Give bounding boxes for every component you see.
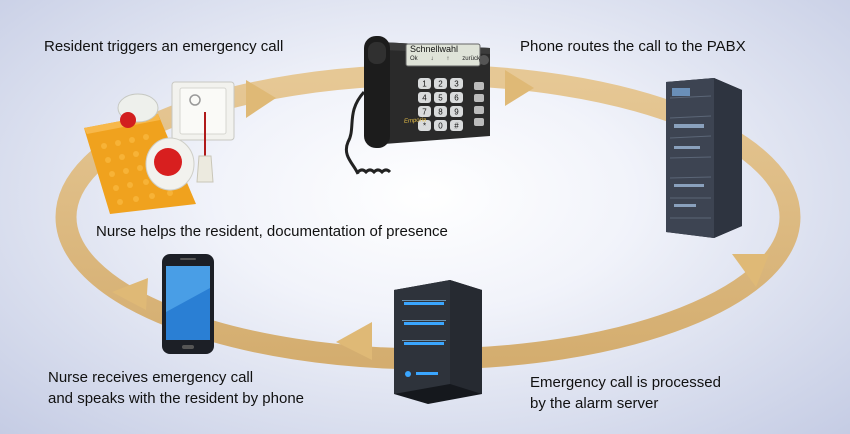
keypad-key-bg xyxy=(434,92,447,103)
keypad-key-bg xyxy=(450,120,463,131)
keypad-key-bg xyxy=(418,106,431,117)
step-5-caption-line-2: and speaks with the resident by phone xyxy=(48,390,305,407)
step-5-caption: Nurse receives emergency call and speaks… xyxy=(48,367,304,409)
keypad-key-label: * xyxy=(423,122,426,131)
step-4-caption-line-1: Emergency call is processed xyxy=(530,374,721,391)
keypad-key-label: 4 xyxy=(422,94,427,103)
ring-arrow-bottom-center xyxy=(336,322,372,360)
step-4-caption: Emergency call is processed by the alarm… xyxy=(530,372,721,414)
softkey-down: ↓ xyxy=(430,56,434,62)
softkey-ok: Ok xyxy=(410,56,418,62)
smartphone-icon xyxy=(160,252,216,356)
keypad-key-bg xyxy=(418,92,431,103)
step-4-caption-line-2: by the alarm server xyxy=(530,395,659,412)
keypad-key-label: 6 xyxy=(454,94,459,103)
keypad-key-bg xyxy=(418,78,431,89)
keypad-key-bg xyxy=(450,92,463,103)
softkey-back: zurück xyxy=(462,56,480,62)
step-6-caption: Nurse helps the resident, documentation … xyxy=(96,223,448,240)
keypad-key-label: 0 xyxy=(438,122,443,131)
keypad-key-label: # xyxy=(454,122,459,131)
step-2-caption: Phone routes the call to the PABX xyxy=(520,38,746,55)
phone-display-softkeys: Ok ↓ ↑ zurück xyxy=(410,56,480,62)
keypad-key-label: 3 xyxy=(454,80,459,89)
keypad-key-bg xyxy=(450,106,463,117)
call-button-icon xyxy=(74,76,244,216)
softkey-up: ↑ xyxy=(446,56,450,62)
ring-arrow-right xyxy=(732,254,769,287)
alarm-server-icon xyxy=(388,276,488,406)
keypad-key-bg xyxy=(450,78,463,89)
keypad-key-label: 1 xyxy=(422,80,427,89)
keypad-key-label: 9 xyxy=(454,108,459,117)
keypad-key-label: 7 xyxy=(422,108,427,117)
step-5-caption-line-1: Nurse receives emergency call xyxy=(48,369,254,386)
keypad-key-bg xyxy=(434,106,447,117)
keypad-key-label: 5 xyxy=(438,94,443,103)
keypad-key-bg xyxy=(418,120,431,131)
keypad-key-bg xyxy=(434,120,447,131)
step-1-caption: Resident triggers an emergency call xyxy=(44,38,284,55)
keypad-key-bg xyxy=(434,78,447,89)
ring-arrow-top-left xyxy=(246,80,276,118)
keypad-key-label: 2 xyxy=(438,80,443,89)
pabx-rack-icon xyxy=(656,76,748,240)
ring-arrow-bottom-left xyxy=(112,278,148,310)
keypad-key-label: 8 xyxy=(438,108,443,117)
ring-arrow-top-right xyxy=(505,70,534,106)
phone-display-title: Schnellwahl xyxy=(410,44,459,54)
phone-keypad: 1 2 3 4 5 6 7 8 9 * 0 # xyxy=(418,78,463,131)
